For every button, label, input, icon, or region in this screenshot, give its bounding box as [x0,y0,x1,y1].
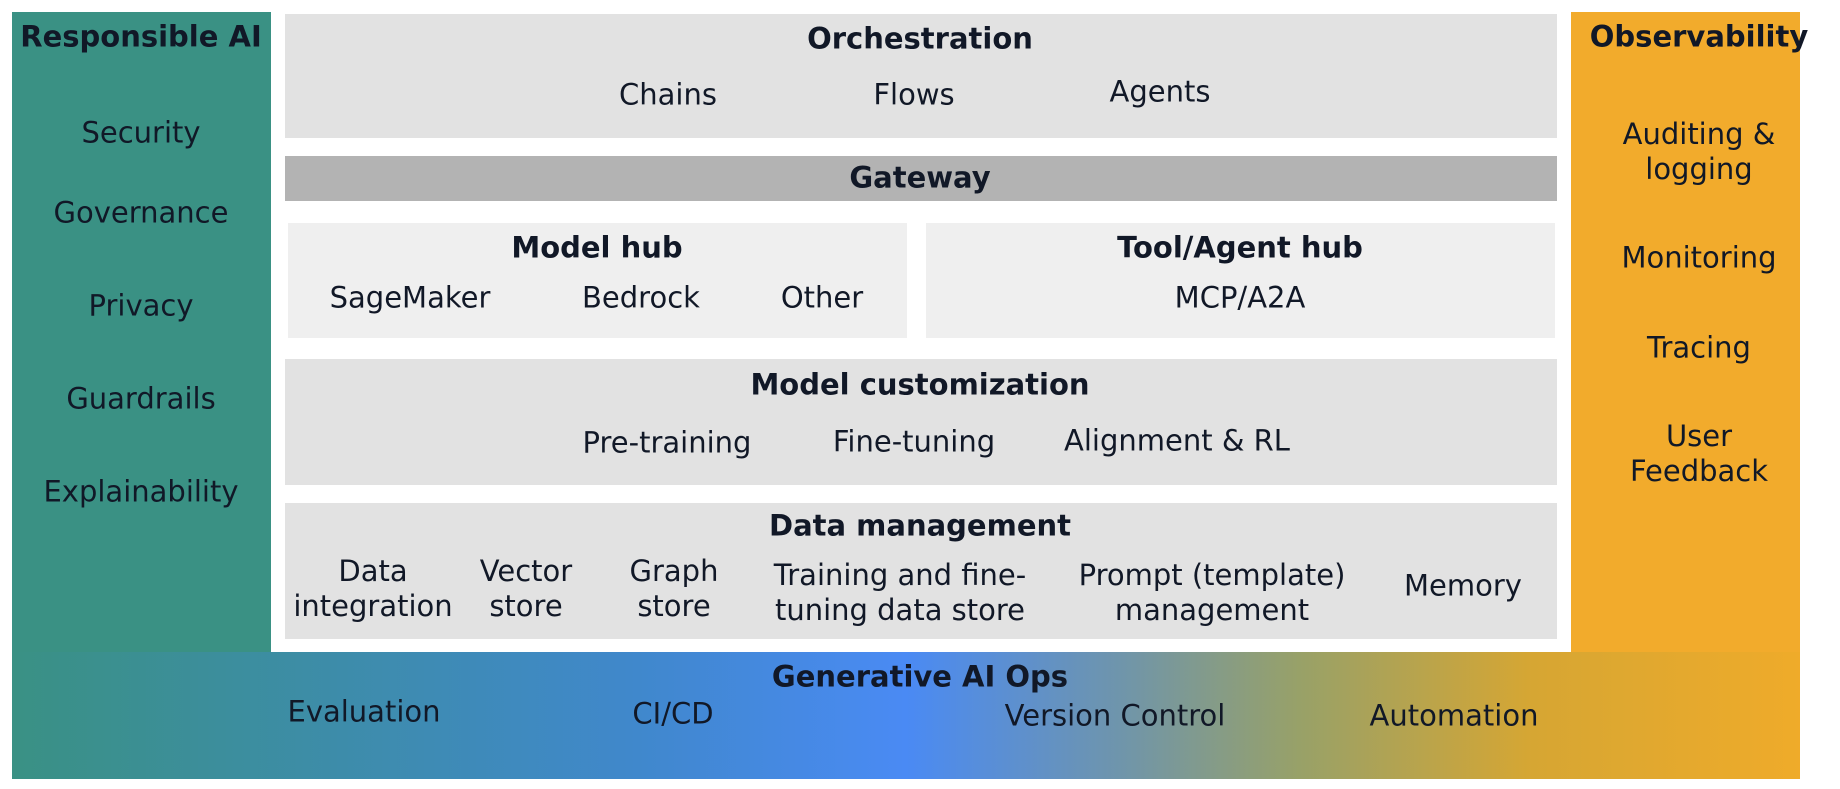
orchestration-item-chains: Chains [619,77,717,112]
gateway-bar [285,156,1557,201]
genai-ops-item-version-control: Version Control [1004,698,1226,733]
observability-item-monitoring: Monitoring [1621,240,1777,275]
data-management-title: Data management [769,508,1071,543]
responsible-ai-title: Responsible AI [20,19,262,54]
model-hub-panel [288,223,907,338]
responsible-ai-item-guardrails: Guardrails [66,381,216,416]
data-management-item-memory: Memory [1404,568,1522,603]
data-management-item-prompt-management: Prompt (template) management [1078,558,1346,627]
observability-panel [1571,12,1800,652]
orchestration-item-agents: Agents [1109,74,1211,109]
observability-item-auditing-logging: Auditing & logging [1622,117,1776,186]
genai-ops-title: Generative AI Ops [771,659,1069,694]
model-hub-item-sagemaker: SageMaker [329,280,491,315]
model-hub-item-bedrock: Bedrock [582,280,700,315]
model-customization-panel [285,359,1557,485]
data-management-item-vector-store: Vector store [479,554,573,623]
data-management-item-data-integration: Data integration [293,554,453,623]
responsible-ai-item-privacy: Privacy [88,288,194,323]
tool-agent-hub-item-mcp-a2a: MCP/A2A [1174,280,1306,315]
responsible-ai-item-governance: Governance [53,195,229,230]
model-customization-item-pre-training: Pre-training [582,425,752,460]
data-management-item-training-data-store: Training and fine- tuning data store [773,558,1027,627]
genai-ops-item-evaluation: Evaluation [287,694,441,729]
orchestration-item-flows: Flows [873,77,955,112]
model-customization-item-fine-tuning: Fine-tuning [832,424,996,459]
observability-title: Observability [1589,19,1809,54]
model-hub-item-other: Other [780,280,864,315]
data-management-panel [285,503,1557,639]
responsible-ai-panel [12,12,271,652]
responsible-ai-item-security: Security [81,115,201,150]
genai-ops-item-automation: Automation [1369,698,1539,733]
gateway-title: Gateway [849,160,991,195]
observability-item-tracing: Tracing [1647,330,1751,365]
genai-ops-panel [12,652,1800,779]
data-management-item-graph-store: Graph store [629,554,719,623]
responsible-ai-item-explainability: Explainability [43,474,239,509]
tool-agent-hub-title: Tool/Agent hub [1117,230,1363,265]
observability-item-user-feedback: User Feedback [1629,419,1769,488]
model-hub-title: Model hub [511,230,683,265]
orchestration-title: Orchestration [807,21,1033,56]
genai-ops-item-ci-cd: CI/CD [632,696,714,731]
model-customization-item-alignment-rl: Alignment & RL [1064,423,1290,458]
tool-agent-hub-panel [926,223,1555,338]
orchestration-panel [285,14,1557,138]
model-customization-title: Model customization [750,367,1090,402]
